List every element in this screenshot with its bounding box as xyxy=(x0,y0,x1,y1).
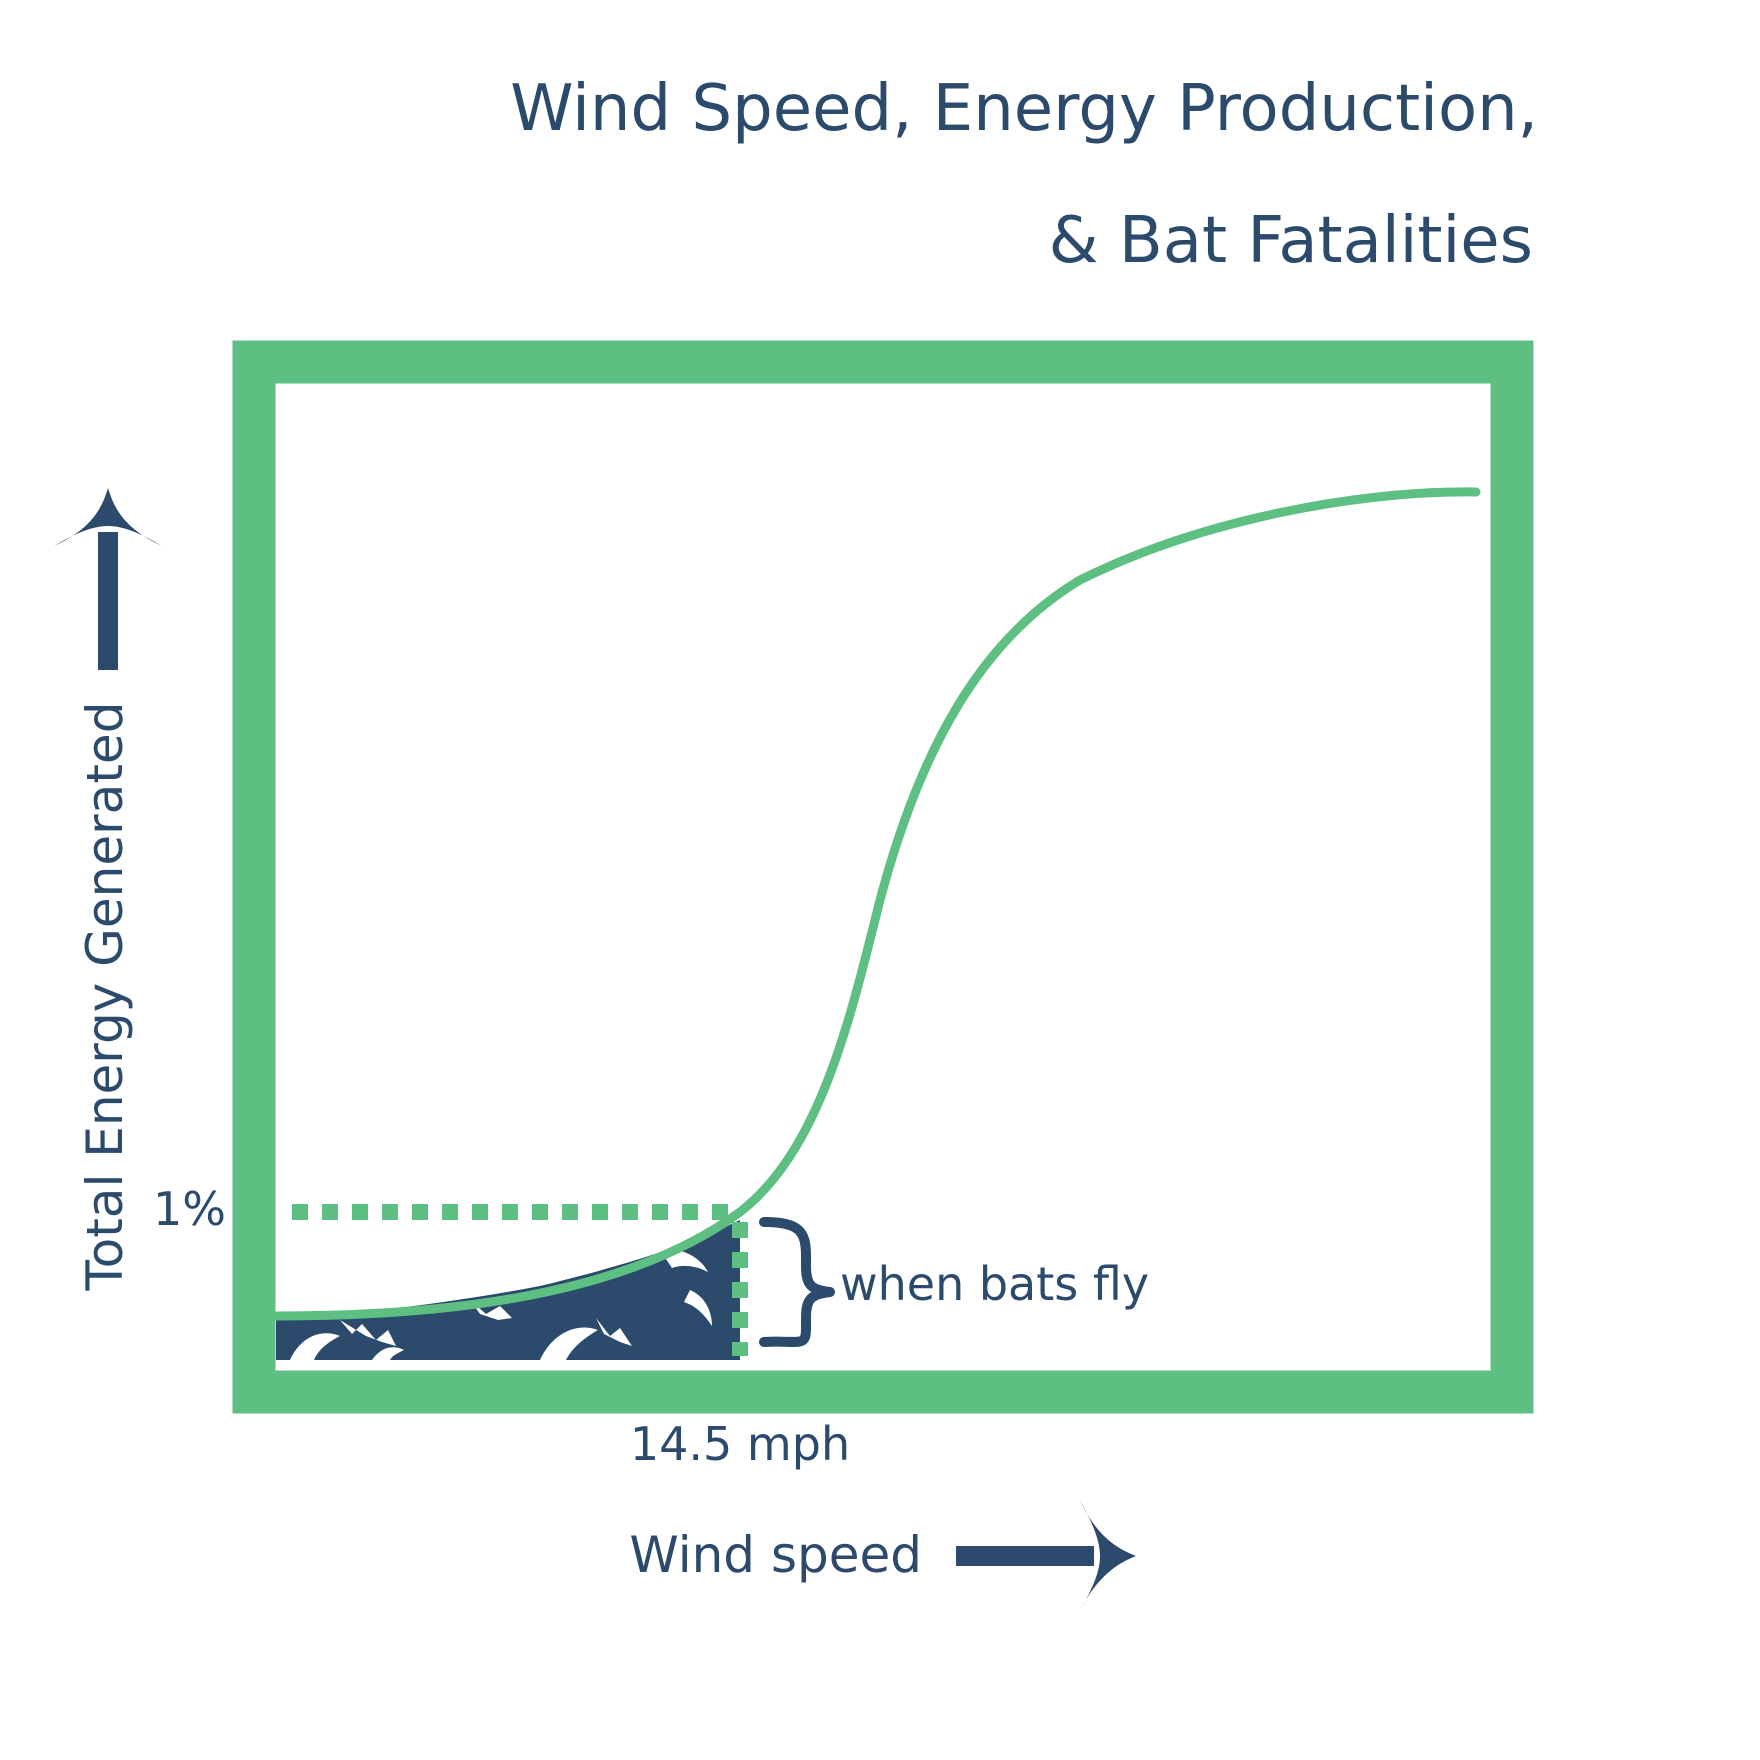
bat-wing-icon xyxy=(596,1318,632,1346)
y-axis-arrow-icon xyxy=(54,488,162,670)
y-marker-label: 1% xyxy=(153,1182,226,1236)
bat-fill-area xyxy=(276,1220,740,1360)
x-axis-arrow-icon xyxy=(956,1500,1136,1610)
chart-title-line-2: & Bat Fatalities xyxy=(1049,204,1533,278)
bat-wing-icon xyxy=(684,1290,712,1326)
region-label: when bats fly xyxy=(840,1257,1149,1311)
curly-brace-icon xyxy=(759,1217,835,1347)
bat-wing-icon xyxy=(290,1333,340,1360)
x-axis-label: Wind speed xyxy=(629,1526,922,1584)
x-marker-label: 14.5 mph xyxy=(630,1417,850,1471)
bat-silhouette-region xyxy=(276,1220,740,1360)
y-axis-label: Total Energy Generated xyxy=(76,702,134,1292)
bat-wing-icon xyxy=(470,1300,512,1320)
bat-wing-icon xyxy=(540,1327,598,1360)
plot-frame xyxy=(232,340,1534,1414)
bat-wing-icon xyxy=(340,1320,396,1346)
chart-title-line-1: Wind Speed, Energy Production, xyxy=(510,72,1538,146)
energy-curve-line xyxy=(271,487,1481,1321)
bat-wing-icon xyxy=(372,1347,404,1360)
